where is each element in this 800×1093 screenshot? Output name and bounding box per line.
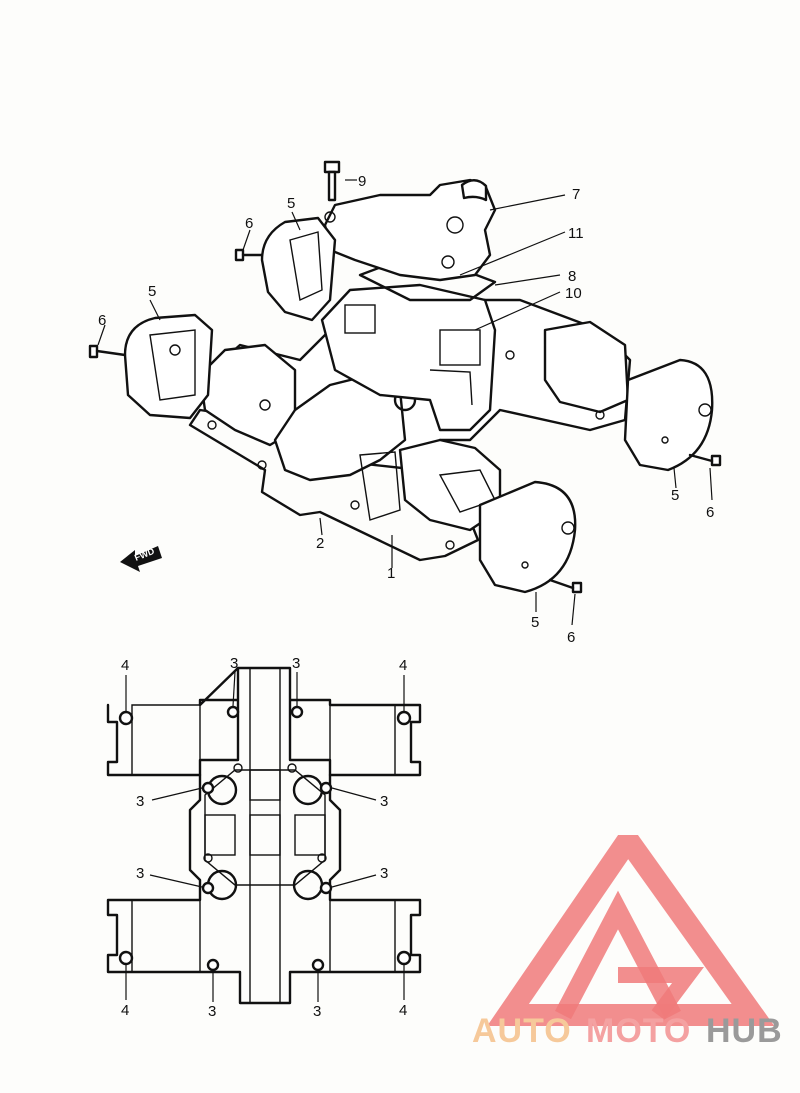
callout-5-right: 5 <box>671 487 679 504</box>
gasket-callout-3-br: 3 <box>313 1003 321 1020</box>
callout-5-upper: 5 <box>287 195 295 212</box>
watermark-logo-icon: AUTO MOTO HUB <box>472 820 783 1050</box>
gasket-callout-4-bl: 4 <box>121 1002 129 1019</box>
end-cap-upper-left <box>260 216 337 322</box>
callout-6-front: 6 <box>567 629 575 646</box>
end-cap-right-rear <box>623 358 714 472</box>
gasket-callout-3-tr: 3 <box>292 655 300 672</box>
right-rear-cam-box <box>543 320 630 414</box>
cylinder-head-cover-assembly <box>88 160 722 594</box>
screw-6-upper <box>234 248 264 262</box>
callout-10: 10 <box>565 285 582 302</box>
upper-callout-labels: 9 7 11 8 10 5 6 5 6 2 1 5 6 5 6 <box>98 173 714 646</box>
gasket-outline <box>106 666 422 777</box>
fwd-arrow: FWD <box>120 546 162 572</box>
callout-leaders <box>97 179 713 626</box>
callout-5-left: 5 <box>148 283 156 300</box>
gasket-callout-3-ml: 3 <box>136 793 144 810</box>
callout-7: 7 <box>572 186 580 203</box>
end-cap-right-front <box>478 480 577 594</box>
gasket-callout-3-tl: 3 <box>230 655 238 672</box>
callout-6-right: 6 <box>706 504 714 521</box>
gasket-callout-4-tr: 4 <box>399 657 407 674</box>
callout-9: 9 <box>358 173 366 190</box>
breather-cover <box>323 178 497 282</box>
callout-6-upper: 6 <box>245 215 253 232</box>
breather-pipe <box>460 179 488 202</box>
end-cap-mid-left <box>123 313 214 420</box>
gasket-callout-3-bl: 3 <box>208 1003 216 1020</box>
gasket-callout-3-ll: 3 <box>136 865 144 882</box>
watermark-text-hub: HUB <box>706 1012 783 1050</box>
callout-6-left: 6 <box>98 312 106 329</box>
gasket-callout-4-br: 4 <box>399 1002 407 1019</box>
watermark-text-moto: MOTO <box>586 1012 691 1050</box>
gasket-callout-3-mr: 3 <box>380 793 388 810</box>
callout-11: 11 <box>568 225 584 242</box>
breather-housing <box>320 283 497 432</box>
screw-6-front <box>548 578 583 594</box>
gasket-plan-view <box>106 666 422 1005</box>
callout-2: 2 <box>316 535 324 552</box>
gasket-callout-4-tl: 4 <box>121 657 129 674</box>
screw-6-left <box>88 344 127 359</box>
screw-6-right <box>688 453 722 467</box>
callout-1: 1 <box>387 565 395 582</box>
watermark-text-auto: AUTO <box>472 1012 572 1050</box>
callout-5-front: 5 <box>531 614 539 631</box>
gasket-callout-3-lr: 3 <box>380 865 388 882</box>
bolt-9 <box>323 160 341 202</box>
automotohub-watermark: AUTO MOTO HUB <box>468 820 798 1050</box>
gasket-callout-labels: 4 4 4 4 3 3 3 3 3 3 3 3 <box>121 655 407 1020</box>
callout-8: 8 <box>568 268 576 285</box>
